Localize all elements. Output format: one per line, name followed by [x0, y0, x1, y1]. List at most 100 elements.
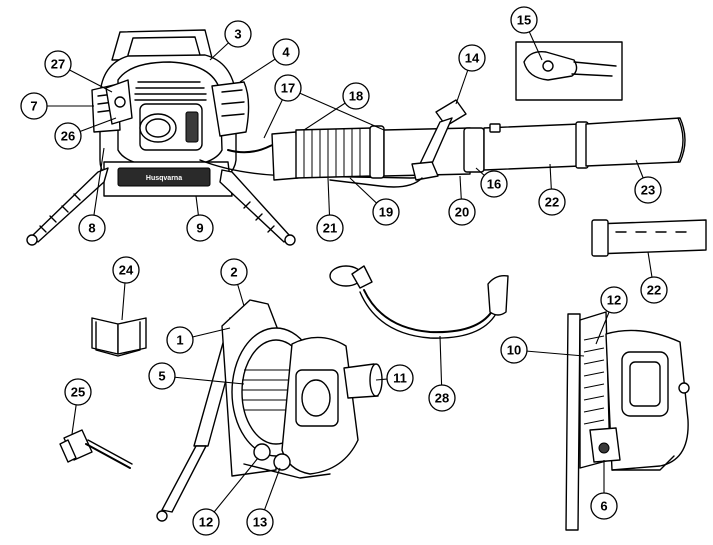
blower-side-view	[156, 299, 383, 522]
callout-number: 20	[455, 205, 469, 220]
callout-circle	[634, 176, 662, 204]
callout-22: 22	[640, 251, 668, 304]
callout-21: 21	[316, 177, 344, 242]
callout-circle	[640, 276, 668, 304]
callout-number: 17	[281, 81, 295, 96]
callout-number: 4	[282, 45, 290, 60]
callout-circle	[220, 258, 248, 286]
callout-number: 25	[71, 385, 85, 400]
callout-circle	[316, 214, 344, 242]
callout-number: 2	[230, 265, 237, 280]
callout-circle	[386, 364, 414, 392]
callout-circle	[500, 336, 528, 364]
callout-1: 1	[166, 326, 231, 354]
callout-number: 23	[641, 183, 655, 198]
callout-circle	[590, 492, 618, 520]
callout-4: 4	[239, 38, 300, 83]
callout-25: 25	[64, 378, 92, 435]
callout-circle	[458, 44, 486, 72]
blower-tube-assembly	[271, 99, 686, 188]
callout-circle	[538, 188, 566, 216]
combination-tool-25	[59, 429, 133, 469]
callout-number: 22	[545, 195, 559, 210]
callout-number: 15	[517, 13, 531, 28]
callout-22: 22	[538, 163, 566, 216]
callout-14: 14	[455, 44, 486, 105]
callout-circle	[78, 214, 106, 242]
callout-number: 16	[487, 177, 501, 192]
callout-circle	[246, 508, 274, 536]
callout-18: 18	[303, 82, 370, 131]
callout-number: 9	[196, 221, 203, 236]
callout-19: 19	[349, 177, 400, 226]
blower-rear-view: Husqvarna	[26, 29, 439, 246]
callout-number: 26	[61, 129, 75, 144]
callout-number: 28	[435, 391, 449, 406]
callout-circle	[480, 170, 508, 198]
callout-10: 10	[500, 336, 585, 364]
callout-number: 1	[176, 333, 183, 348]
callout-circle	[428, 384, 456, 412]
callout-number: 19	[379, 205, 393, 220]
callout-circle	[192, 508, 220, 536]
callout-11: 11	[375, 364, 414, 392]
callout-number: 11	[393, 371, 407, 386]
callout-27: 27	[44, 50, 113, 93]
callout-circle	[148, 362, 176, 390]
callout-number: 18	[349, 89, 363, 104]
callout-7: 7	[20, 92, 94, 120]
callout-number: 10	[507, 343, 521, 358]
callout-28: 28	[428, 335, 456, 412]
blower-side-profile	[565, 311, 690, 531]
callout-number: 27	[51, 57, 65, 72]
callout-circle	[272, 38, 300, 66]
callout-circle	[112, 256, 140, 284]
callout-15: 15	[510, 6, 543, 61]
callout-17: 17	[263, 74, 385, 139]
callout-26: 26	[54, 117, 117, 150]
callout-24: 24	[112, 256, 140, 321]
callout-23: 23	[634, 159, 662, 204]
callout-number: 24	[119, 263, 134, 278]
callout-circle	[448, 198, 476, 226]
callout-12: 12	[595, 286, 628, 345]
callout-circle	[510, 6, 538, 34]
callout-number: 12	[607, 293, 621, 308]
callout-8: 8	[78, 147, 106, 242]
manual-book-24	[91, 317, 147, 357]
callout-number: 12	[199, 515, 213, 530]
callout-number: 3	[234, 27, 241, 42]
callout-number: 13	[253, 515, 267, 530]
callout-circle	[54, 122, 82, 150]
callout-circle	[600, 286, 628, 314]
callout-number: 21	[323, 221, 337, 236]
throttle-cable-28	[329, 265, 509, 339]
callout-20: 20	[448, 175, 476, 226]
callout-circle	[342, 82, 370, 110]
callout-number: 22	[647, 283, 661, 298]
callout-number: 6	[600, 499, 607, 514]
callout-circle	[224, 20, 252, 48]
callout-circle	[64, 378, 92, 406]
callout-circle	[20, 92, 48, 120]
callout-circle	[274, 74, 302, 102]
callout-3: 3	[209, 20, 252, 61]
callout-leader	[205, 457, 259, 523]
callout-2: 2	[220, 258, 248, 307]
callout-leader	[161, 375, 245, 385]
callout-9: 9	[186, 195, 214, 242]
inset-detail-15	[515, 41, 623, 101]
callout-6: 6	[590, 460, 618, 520]
callout-number: 5	[158, 369, 165, 384]
brand-label: Husqvarna	[146, 175, 182, 182]
callout-circle	[186, 214, 214, 242]
callout-number: 7	[30, 99, 37, 114]
nozzle-segment-22	[591, 219, 707, 257]
callout-12: 12	[192, 457, 259, 536]
callout-circle	[372, 198, 400, 226]
callout-number: 8	[88, 221, 95, 236]
callout-16: 16	[475, 167, 508, 198]
callout-number: 14	[465, 51, 480, 66]
